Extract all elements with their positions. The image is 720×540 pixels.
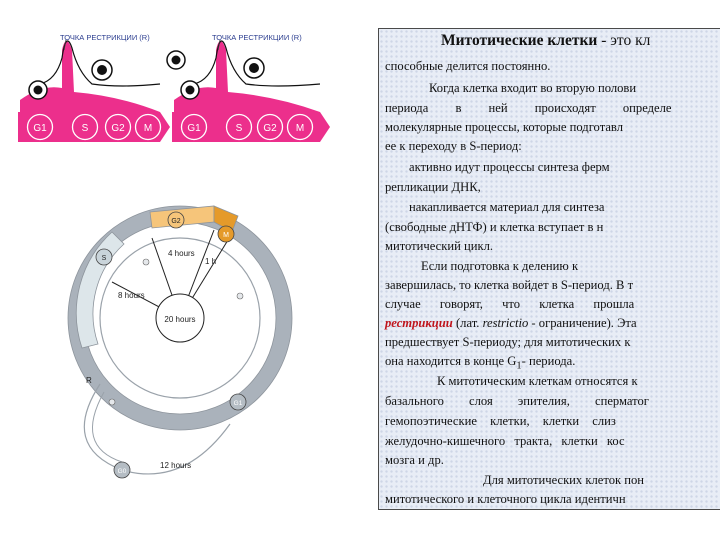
r-label: R bbox=[86, 376, 92, 385]
text-line: Для митотических клеток пон bbox=[483, 473, 645, 487]
text-line: базального слоя эпителия, сперматог bbox=[385, 394, 649, 408]
title-rest: - это кл bbox=[597, 32, 651, 49]
svg-text:G2: G2 bbox=[263, 123, 277, 134]
svg-text:G1: G1 bbox=[234, 400, 243, 407]
band-arrow-1 bbox=[160, 112, 170, 142]
restriction-curve-1 bbox=[39, 40, 161, 87]
restriction-curve-2 bbox=[193, 40, 321, 87]
svg-text:M: M bbox=[296, 123, 304, 134]
band-arrow-2 bbox=[320, 112, 330, 142]
growth-wave-2 bbox=[174, 41, 320, 112]
text-line: предшествует S-периоду; для митотических… bbox=[385, 335, 631, 349]
growth-wave-1 bbox=[20, 41, 160, 112]
phase-g2: G2 bbox=[256, 113, 284, 141]
cell-icon bbox=[91, 59, 113, 81]
svg-text:G1: G1 bbox=[33, 123, 47, 134]
text-line: митотический цикл. bbox=[385, 239, 494, 253]
phase-g1: G1 bbox=[180, 113, 208, 141]
text-line: способные делится постоянно. bbox=[385, 59, 551, 73]
text-line: Когда клетка входит во вторую полови bbox=[429, 81, 637, 95]
phase-s: S bbox=[71, 113, 99, 141]
inner-ring bbox=[99, 237, 261, 399]
svg-text:S: S bbox=[82, 123, 89, 134]
m-duration: 1 h bbox=[205, 257, 216, 266]
restriction-label-2: ТОЧКА РЕСТРИКЦИИ (R) bbox=[212, 33, 302, 42]
text-line: она находится в конце G1- периода. bbox=[385, 354, 576, 372]
text-line: мозга и др. bbox=[385, 453, 444, 467]
cell-icon bbox=[166, 50, 186, 70]
svg-text:G2: G2 bbox=[171, 218, 180, 225]
svg-text:G2: G2 bbox=[111, 123, 125, 134]
center-circle bbox=[155, 293, 205, 343]
text-line: ее к переходу в S-период: bbox=[385, 139, 522, 153]
text-line: (свободные дНТФ) и клетка вступает в н bbox=[385, 220, 604, 234]
restriction-point-diagram: ТОЧКА РЕСТРИКЦИИ (R) ТОЧКА РЕСТРИКЦИИ (R… bbox=[18, 33, 330, 142]
g2-node: G2 bbox=[167, 211, 185, 229]
g0-duration: 12 hours bbox=[160, 461, 191, 470]
phase-s: S bbox=[225, 113, 253, 141]
cell-cycle-ring-diagram: 20 hours G2 M 4 hours 1 h S 8 hours R G1 bbox=[67, 205, 293, 479]
cell-icon bbox=[180, 80, 200, 100]
title-bold: Митотические клетки bbox=[441, 32, 598, 49]
s-duration: 8 hours bbox=[118, 291, 145, 300]
text-line: рестрикции (лат. restrictio - ограничени… bbox=[385, 316, 637, 330]
text-line: активно идут процессы синтеза ферм bbox=[409, 160, 610, 174]
text-line: К митотическим клеткам относятся к bbox=[437, 374, 638, 388]
phase-m: M bbox=[286, 113, 314, 141]
svg-text:S: S bbox=[236, 123, 243, 134]
text-line: случае говорят, что клетка прошла bbox=[385, 297, 635, 311]
guide-line-1 bbox=[63, 39, 67, 51]
text-line: митотического и клеточного цикла идентич… bbox=[385, 492, 626, 506]
text-line: желудочно-кишечного тракта, клетки кос bbox=[385, 434, 625, 448]
text-line: накапливается материал для синтеза bbox=[409, 200, 605, 214]
text-line: гемопоэтические клетки, клетки слиз bbox=[385, 414, 616, 428]
text-line: завершилась, то клетка войдет в S-период… bbox=[385, 278, 634, 292]
svg-text:G0: G0 bbox=[118, 468, 127, 475]
s-node: S bbox=[95, 248, 113, 266]
guide-line-2 bbox=[217, 39, 221, 51]
svg-text:M: M bbox=[223, 232, 229, 239]
text-line: репликации ДНК, bbox=[385, 180, 481, 194]
text-panel: Митотические клетки - это кл способные д… bbox=[378, 28, 720, 510]
total-duration: 20 hours bbox=[164, 315, 195, 324]
svg-text:S: S bbox=[102, 255, 107, 262]
restriction-term: рестрикции bbox=[385, 316, 453, 330]
panel-title: Митотические клетки - это кл bbox=[441, 33, 650, 49]
m-node: M bbox=[217, 225, 235, 243]
phase-g2: G2 bbox=[104, 113, 132, 141]
cell-icon bbox=[243, 57, 265, 79]
g1-node: G1 bbox=[229, 393, 247, 411]
phase-m: M bbox=[134, 113, 162, 141]
svg-text:M: M bbox=[144, 123, 152, 134]
s-phase-sector bbox=[75, 231, 125, 349]
restriction-label-1: ТОЧКА РЕСТРИКЦИИ (R) bbox=[60, 33, 150, 42]
text-line: Если подготовка к делению к bbox=[421, 259, 579, 273]
cell-icon bbox=[28, 80, 48, 100]
cell-cycle-figure: ТОЧКА РЕСТРИКЦИИ (R) ТОЧКА РЕСТРИКЦИИ (R… bbox=[18, 33, 330, 479]
g2-duration: 4 hours bbox=[168, 249, 195, 258]
svg-text:G1: G1 bbox=[187, 123, 201, 134]
text-line: периода в ней происходят определе bbox=[385, 101, 672, 115]
phase-g1: G1 bbox=[26, 113, 54, 141]
g0-node: G0 bbox=[113, 461, 131, 479]
text-line: молекулярные процессы, которые подготавл bbox=[385, 120, 624, 134]
